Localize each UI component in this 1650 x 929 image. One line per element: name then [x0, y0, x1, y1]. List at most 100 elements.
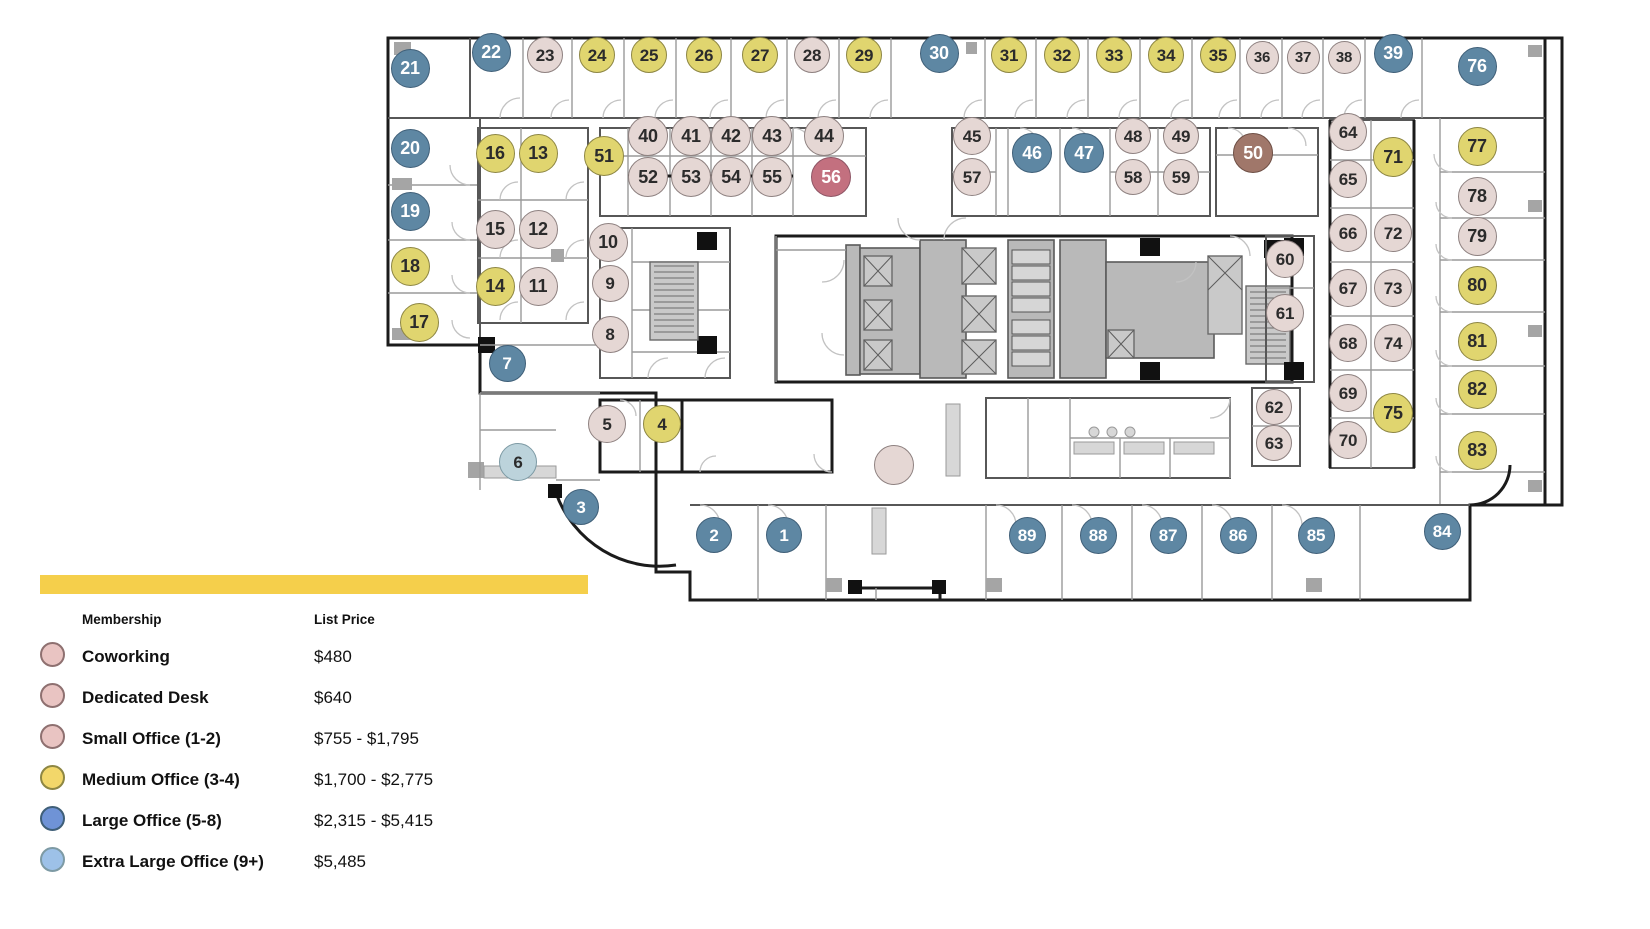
office-marker-88[interactable]: 88	[1079, 516, 1117, 554]
legend-header-price: List Price	[314, 612, 375, 627]
office-marker-5[interactable]: 5	[588, 405, 626, 443]
office-marker-50[interactable]: 50	[1233, 133, 1273, 173]
office-marker-1[interactable]: 1	[766, 517, 802, 553]
office-marker-13[interactable]: 13	[518, 133, 558, 173]
office-marker-42[interactable]: 42	[711, 116, 751, 156]
office-marker-43[interactable]: 43	[752, 116, 792, 156]
office-marker-65[interactable]: 65	[1329, 160, 1367, 198]
office-marker-60[interactable]: 60	[1266, 240, 1304, 278]
office-marker-70[interactable]: 70	[1329, 421, 1367, 459]
office-marker-35[interactable]: 35	[1200, 37, 1236, 73]
office-marker-76[interactable]: 76	[1457, 46, 1497, 86]
office-marker-37[interactable]: 37	[1286, 40, 1320, 74]
office-marker-31[interactable]: 31	[991, 37, 1027, 73]
office-marker-48[interactable]: 48	[1115, 118, 1151, 154]
office-marker-52[interactable]: 52	[628, 157, 668, 197]
office-marker-22[interactable]: 22	[471, 32, 511, 72]
office-marker-36[interactable]: 36	[1245, 40, 1279, 74]
office-marker-11[interactable]: 11	[518, 266, 558, 306]
office-marker-7[interactable]: 7	[488, 344, 526, 382]
office-marker-47[interactable]: 47	[1064, 133, 1104, 173]
office-marker-80[interactable]: 80	[1457, 265, 1497, 305]
office-marker-89[interactable]: 89	[1008, 516, 1046, 554]
office-marker-33[interactable]: 33	[1096, 37, 1132, 73]
office-marker-6[interactable]: 6	[499, 443, 537, 481]
office-marker-41[interactable]: 41	[671, 116, 711, 156]
office-marker-17[interactable]: 17	[399, 302, 439, 342]
office-marker-27[interactable]: 27	[742, 37, 778, 73]
office-marker-38[interactable]: 38	[1327, 40, 1361, 74]
office-marker-28[interactable]: 28	[794, 37, 830, 73]
office-marker-25[interactable]: 25	[631, 37, 667, 73]
office-marker-69[interactable]: 69	[1329, 374, 1367, 412]
office-marker-72[interactable]: 72	[1374, 214, 1412, 252]
office-marker-4[interactable]: 4	[643, 405, 681, 443]
legend-swatch-icon	[40, 682, 65, 708]
office-marker-12[interactable]: 12	[518, 209, 558, 249]
office-marker-54[interactable]: 54	[711, 157, 751, 197]
office-marker-46[interactable]: 46	[1012, 133, 1052, 173]
office-marker-82[interactable]: 82	[1457, 369, 1497, 409]
office-marker-2[interactable]: 2	[696, 517, 732, 553]
office-marker-87[interactable]: 87	[1149, 516, 1187, 554]
office-marker-29[interactable]: 29	[846, 37, 882, 73]
office-marker-18[interactable]: 18	[390, 246, 430, 286]
office-marker-53[interactable]: 53	[671, 157, 711, 197]
office-marker-32[interactable]: 32	[1044, 37, 1080, 73]
office-marker-19[interactable]: 19	[390, 191, 430, 231]
legend-label: Extra Large Office (9+)	[82, 851, 264, 871]
office-marker-85[interactable]: 85	[1297, 516, 1335, 554]
office-marker-55[interactable]: 55	[752, 157, 792, 197]
office-marker-74[interactable]: 74	[1374, 324, 1412, 362]
office-marker-67[interactable]: 67	[1329, 269, 1367, 307]
office-marker-81[interactable]: 81	[1457, 321, 1497, 361]
office-marker-77[interactable]: 77	[1457, 126, 1497, 166]
office-marker-58[interactable]: 58	[1115, 159, 1151, 195]
office-marker-61[interactable]: 61	[1266, 294, 1304, 332]
legend-swatch-cell	[40, 636, 82, 677]
office-marker-20[interactable]: 20	[390, 128, 430, 168]
legend-swatch-cell	[40, 718, 82, 759]
office-marker-8[interactable]: 8	[591, 315, 629, 353]
office-marker-78[interactable]: 78	[1457, 176, 1497, 216]
office-marker-64[interactable]: 64	[1329, 113, 1367, 151]
office-marker-23[interactable]: 23	[527, 37, 563, 73]
office-marker-44[interactable]: 44	[804, 116, 844, 156]
office-marker-84[interactable]: 84	[1423, 512, 1461, 550]
legend-price: $640	[314, 687, 352, 707]
office-marker-40[interactable]: 40	[628, 116, 668, 156]
office-marker-62[interactable]: 62	[1256, 389, 1292, 425]
office-marker-73[interactable]: 73	[1374, 269, 1412, 307]
office-marker-68[interactable]: 68	[1329, 324, 1367, 362]
office-marker-56[interactable]: 56	[811, 157, 851, 197]
legend-price: $755 - $1,795	[314, 728, 419, 748]
legend-swatch-icon	[40, 846, 65, 872]
office-marker-79[interactable]: 79	[1457, 216, 1497, 256]
office-marker-86[interactable]: 86	[1219, 516, 1257, 554]
office-marker-21[interactable]: 21	[390, 48, 430, 88]
office-marker-57[interactable]: 57	[953, 158, 991, 196]
office-marker-71[interactable]: 71	[1373, 137, 1413, 177]
office-marker-10[interactable]: 10	[588, 222, 628, 262]
office-marker-45[interactable]: 45	[953, 117, 991, 155]
office-marker-34[interactable]: 34	[1148, 37, 1184, 73]
office-marker-63[interactable]: 63	[1256, 425, 1292, 461]
office-marker-26[interactable]: 26	[686, 37, 722, 73]
office-marker-3[interactable]: 3	[563, 489, 599, 525]
office-marker-14[interactable]: 14	[475, 266, 515, 306]
office-marker-30[interactable]: 30	[919, 33, 959, 73]
office-marker-24[interactable]: 24	[579, 37, 615, 73]
legend-swatch-icon	[40, 641, 65, 667]
office-marker-15[interactable]: 15	[475, 209, 515, 249]
office-marker-75[interactable]: 75	[1373, 393, 1413, 433]
office-marker-16[interactable]: 16	[475, 133, 515, 173]
office-marker-49[interactable]: 49	[1163, 118, 1199, 154]
office-marker-66[interactable]: 66	[1329, 214, 1367, 252]
office-marker-59[interactable]: 59	[1163, 159, 1199, 195]
office-marker-83[interactable]: 83	[1457, 430, 1497, 470]
office-marker-unlabeled[interactable]	[874, 445, 914, 485]
office-marker-39[interactable]: 39	[1373, 33, 1413, 73]
office-marker-9[interactable]: 9	[591, 264, 629, 302]
office-marker-51[interactable]: 51	[584, 136, 624, 176]
